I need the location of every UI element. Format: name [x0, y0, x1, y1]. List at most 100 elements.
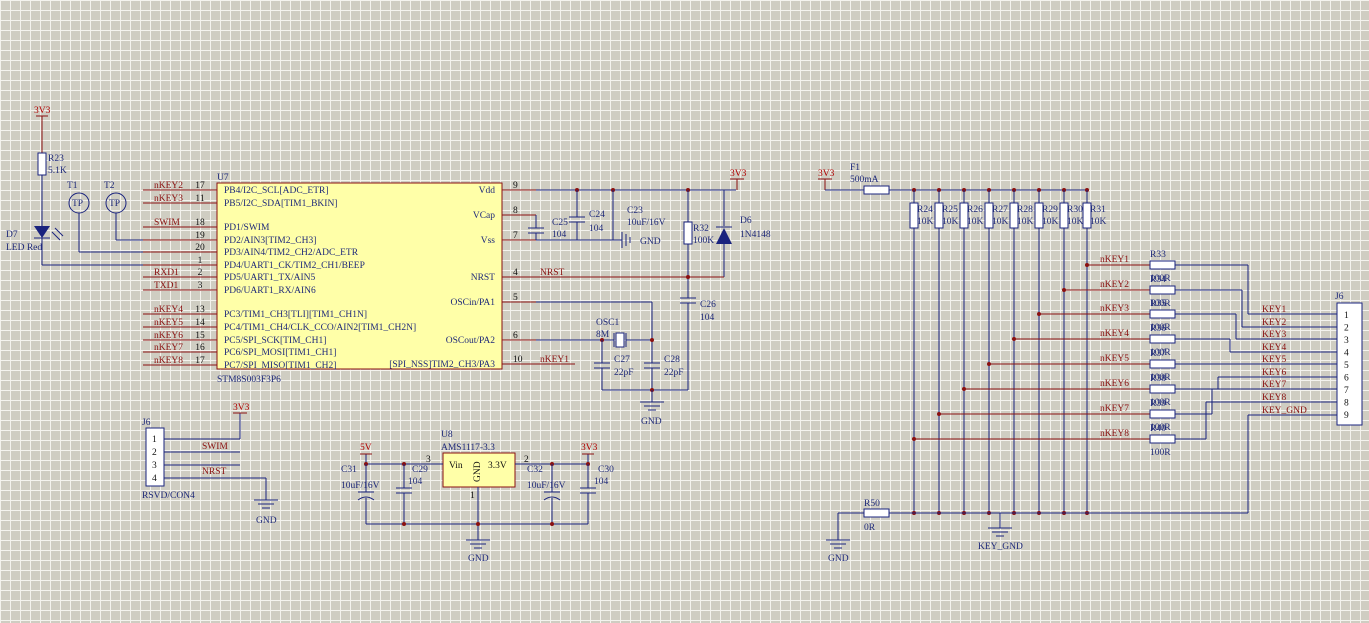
mcu-pin-net: nKEY1 — [540, 355, 569, 365]
key-out-net: KEY3 — [1262, 330, 1287, 340]
c24-value: 104 — [589, 224, 604, 234]
key-out-net: KEY5 — [1262, 355, 1287, 365]
mcu-pin-num: 11 — [195, 194, 204, 204]
mcu-pin-num: 5 — [513, 293, 518, 303]
key-net: nKEY8 — [1100, 429, 1129, 439]
mcu-pin-num: 6 — [513, 331, 518, 341]
mcu-pin-num: 3 — [198, 281, 203, 291]
key-net: nKEY2 — [1100, 280, 1129, 290]
mcu-pin-name: PD1/SWIM — [224, 223, 270, 233]
key-resistor-value: 100R — [1150, 398, 1171, 408]
c28-ref: C28 — [664, 355, 680, 365]
regulator-u8: U8 AMS1117-3.3 Vin 3.3V GND 3 2 1 5V 3V3… — [341, 430, 614, 564]
mcu-pin-name: PC3/TIM1_CH3[TLI][TIM1_CH1N] — [224, 310, 367, 320]
mcu-pin-net: SWIM — [154, 218, 180, 228]
mcu-pin-net: RXD1 — [154, 268, 179, 278]
j6a-ref: J6 — [142, 418, 151, 428]
c24-ref: C24 — [589, 210, 605, 220]
key-resistor-ref: R35 — [1150, 299, 1166, 309]
u8-ref: U8 — [441, 430, 453, 440]
mcu-pin-name: PC7/SPI_MISO[TIM1_CH2] — [224, 361, 336, 371]
mcu-pin-name: PD3/AIN4/TIM2_CH2/ADC_ETR — [224, 248, 359, 258]
mcu-pin-num: 7 — [513, 231, 518, 241]
mcu-pin-num: 10 — [513, 355, 523, 365]
key-resistor-ref: R37 — [1150, 349, 1166, 359]
key-resistor-ref: R36 — [1150, 324, 1166, 334]
u8-5v-label: 5V — [360, 443, 372, 453]
mcu-pin-net: TXD1 — [154, 281, 179, 291]
key-resistor-value: 100R — [1150, 323, 1171, 333]
mcu-pin-net: nKEY2 — [154, 181, 183, 191]
j6a-body — [145, 427, 165, 487]
r23-ref: R23 — [48, 154, 64, 164]
mcu-pin-net: nKEY3 — [154, 194, 183, 204]
mcu-3v3-label: 3V3 — [730, 169, 747, 179]
key-3v3-label: 3V3 — [818, 169, 835, 179]
c30-ref: C30 — [598, 465, 614, 475]
d6-ref: D6 — [740, 216, 752, 226]
key-out-net: KEY1 — [1262, 305, 1287, 315]
u8-value: AMS1117-3.3 — [441, 443, 495, 453]
mcu-pin-name: PD6/UART1_RX/AIN6 — [224, 286, 316, 296]
j6b-pin: 2 — [1344, 324, 1349, 334]
key-gnd-net: KEY_GND — [1262, 406, 1307, 416]
j6a-value: RSVD/CON4 — [142, 491, 195, 501]
c25-value: 104 — [552, 230, 567, 240]
u8-gnd: GND — [468, 554, 489, 564]
u8-pin-1: 1 — [470, 491, 475, 501]
pullup-ref: R24 — [917, 205, 933, 215]
r50-ref: R50 — [864, 499, 880, 509]
d6-diode-icon — [716, 228, 732, 244]
u8-pin-3: 3 — [426, 455, 431, 465]
key-resistor-value: 100R — [1150, 299, 1171, 309]
key-out-net: KEY7 — [1262, 380, 1287, 390]
j6a-swim-net: SWIM — [202, 442, 228, 452]
key-net: nKEY7 — [1100, 404, 1129, 414]
mcu-pin-net: nKEY6 — [154, 331, 183, 341]
key-resistor — [1149, 359, 1176, 369]
pullup-ref: R28 — [1017, 205, 1033, 215]
c25-ref: C25 — [552, 218, 568, 228]
key-net: nKEY3 — [1100, 304, 1129, 314]
d7-ref: D7 — [6, 230, 18, 240]
c31-ref: C31 — [341, 465, 357, 475]
r32-ref: R32 — [693, 224, 709, 234]
f1-value: 500mA — [850, 175, 879, 185]
key-net: nKEY6 — [1100, 379, 1129, 389]
pullup-value: 10K — [967, 217, 984, 227]
key-resistor-value: 100R — [1150, 373, 1171, 383]
pullup-ref: R26 — [967, 205, 983, 215]
pullup-value: 10K — [942, 217, 959, 227]
key-resistor — [1149, 260, 1176, 270]
c27-value: 22pF — [614, 368, 634, 378]
swim-connector: J6 RSVD/CON4 1 2 3 4 SWIM NRST 3V3 GND — [142, 403, 278, 526]
pullup-value: 10K — [992, 217, 1009, 227]
power-3v3-label: 3V3 — [34, 106, 51, 116]
pullup-value: 10K — [1067, 217, 1084, 227]
j6a-3v3-label: 3V3 — [233, 403, 250, 413]
mcu-pin-name: OSCout/PA2 — [446, 336, 496, 346]
pullup-ref: R31 — [1090, 205, 1106, 215]
j6b-pin: 6 — [1344, 374, 1349, 384]
key-resistor-ref: R38 — [1150, 374, 1166, 384]
mcu-pin-num: 16 — [195, 343, 205, 353]
key-resistor-value: 100R — [1150, 348, 1171, 358]
mcu-pin-num: 19 — [195, 231, 205, 241]
pullup-ref: R25 — [942, 205, 958, 215]
mcu-pin-num: 20 — [195, 243, 205, 253]
key-resistor-value: 100R — [1150, 448, 1171, 458]
key-section: 3V3 F1 500mA R2410KR2510KR2610KR2710KR28… — [818, 163, 1363, 564]
mcu-pin-name: PC5/SPI_SCK[TIM_CH1] — [224, 336, 326, 346]
f1-ref: F1 — [850, 163, 860, 173]
r50-gnd: GND — [828, 554, 849, 564]
j6a-pin-3: 3 — [152, 461, 157, 471]
mcu-pin-net: nKEY7 — [154, 343, 183, 353]
mcu-pin-num: 1 — [198, 256, 203, 266]
mcu-part: STM8S003F3P6 — [217, 375, 281, 385]
mcu-pin-num: 8 — [513, 206, 518, 216]
key-resistor-ref: R40 — [1150, 424, 1166, 434]
